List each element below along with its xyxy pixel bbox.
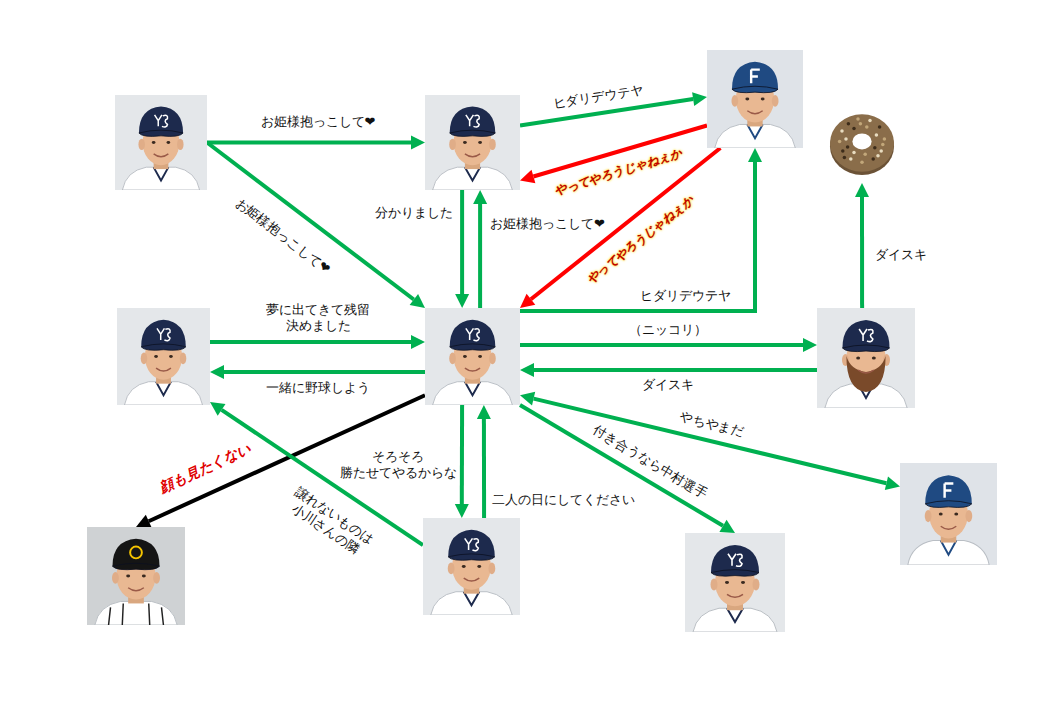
edge-label: 一緒に野球しよう [266, 380, 370, 396]
arrow-head [411, 136, 425, 150]
arrow-head [411, 335, 425, 349]
arrow-head [719, 520, 735, 533]
player-photo [115, 95, 207, 190]
player-node [423, 518, 520, 615]
arrow-head [473, 190, 487, 204]
edge-label: ヒダリデウテヤ [552, 83, 644, 112]
relation-arrow [455, 405, 469, 518]
player-node [707, 50, 803, 148]
edge-label: 夢に出てきて残留 決めました [266, 302, 370, 333]
player-photo [425, 95, 520, 190]
relation-arrow [210, 335, 425, 349]
player-node [117, 308, 210, 405]
player-photo [817, 308, 915, 408]
arrow-line [534, 399, 887, 484]
edge-label: 分かりました [375, 205, 453, 221]
arrow-head [210, 402, 226, 416]
arrow-line [534, 368, 817, 372]
edge-label: 付き合うなら中村選手 [590, 422, 710, 502]
edge-label: お姫様抱っこして❤ [261, 114, 376, 130]
relation-arrow [207, 136, 425, 150]
player-node [115, 95, 207, 190]
edge-label: ダイスキ [875, 247, 927, 263]
player-photo [425, 308, 520, 405]
arrow-line [207, 141, 411, 145]
player-node [685, 533, 785, 632]
edge-label: やってやろうじゃねぇか [553, 146, 683, 199]
arrow-line [460, 190, 464, 294]
arrow-head [477, 405, 491, 419]
arrow-head [885, 476, 900, 490]
player-photo [117, 308, 210, 405]
arrow-line [460, 405, 464, 504]
arrow-head [410, 294, 425, 308]
edge-label: 譲れないものは 小川さんの隣 [284, 484, 377, 561]
arrow-line [210, 340, 411, 344]
edge-label: お姫様抱っこして❤ [490, 216, 605, 232]
arrow-head [455, 504, 469, 518]
relation-arrow [207, 143, 425, 309]
donut-picture [822, 103, 902, 183]
player-photo [423, 518, 520, 615]
arrow-head [520, 363, 534, 377]
edge-label: 二人の日にしてください [492, 492, 635, 508]
arrow-head [136, 515, 152, 528]
edge-label: やちやまだ [679, 409, 746, 439]
relation-arrow [855, 183, 869, 308]
edge-label: お姫様抱っこして❤ [233, 195, 334, 277]
donut-node [822, 103, 902, 183]
player-node [425, 308, 520, 405]
player-node [817, 308, 915, 408]
arrow-head [520, 170, 535, 184]
relation-arrow [520, 363, 817, 377]
arrow-line [520, 343, 803, 347]
relation-arrow [473, 190, 487, 308]
player-node [87, 527, 185, 625]
arrow-head [748, 148, 762, 162]
edge-label: 顔も見たくない [157, 440, 253, 496]
arrow-line [478, 204, 482, 308]
player-photo [900, 463, 997, 565]
arrow-line [860, 197, 864, 308]
arrow-head [455, 294, 469, 308]
edge-label: ダイスキ [642, 377, 694, 393]
arrow-line [224, 370, 425, 374]
arrow-head [210, 365, 224, 379]
player-photo [87, 527, 185, 625]
arrow-head [692, 92, 707, 106]
edge-label: やってやろうじゃねぇか [584, 193, 696, 287]
player-photo [685, 533, 785, 632]
relation-arrow [520, 338, 817, 352]
edge-label: ヒダリデウテヤ [640, 288, 731, 304]
player-node [900, 463, 997, 565]
relation-arrow [210, 365, 425, 379]
relation-arrow [477, 405, 491, 518]
arrow-line [482, 419, 486, 518]
arrow-head [855, 183, 869, 197]
arrow-line [207, 143, 414, 300]
player-photo [707, 50, 803, 148]
edge-label: （ニッコリ） [629, 322, 707, 338]
arrow-head [803, 338, 817, 352]
player-node [425, 95, 520, 190]
edge-label: そろそろ 勝たせてやるからな [340, 449, 457, 480]
arrow-head [520, 392, 535, 406]
arrow-head [520, 294, 535, 308]
relation-arrow [455, 190, 469, 308]
